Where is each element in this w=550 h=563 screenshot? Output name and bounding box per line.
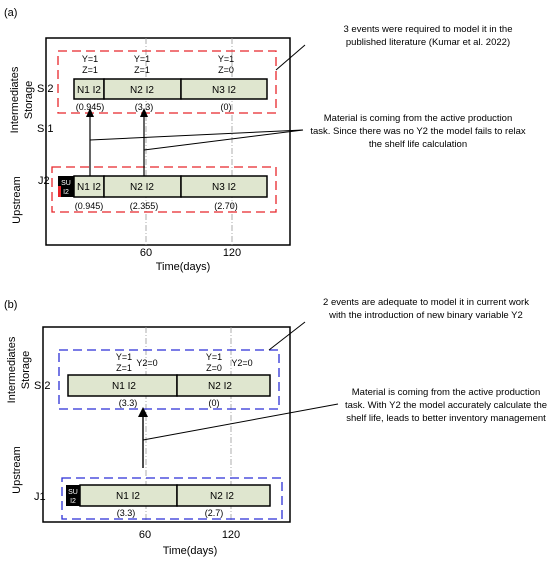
panel-a-j2-value-3: (2.70)	[214, 201, 238, 211]
panel-a-j2-task-2-label: N2 I2	[130, 182, 154, 193]
panel-a-si2-var-2-z: Z=1	[134, 65, 150, 75]
panel-b-top-note-line1: 2 events are adequate to model it in cur…	[323, 297, 529, 308]
panel-a-si2-var-1-z: Z=1	[82, 65, 98, 75]
panel-b-row-j1: J1	[34, 491, 46, 503]
panel-b-su-label-bottom: I2	[70, 498, 76, 505]
panel-a-row-si2: SI2	[37, 83, 54, 95]
panel-a-si2-var-3-y: Y=1	[218, 54, 234, 64]
panel-b-axis-upper-line1: Intermediates	[6, 336, 18, 403]
panel-a-j2-task-3	[180, 175, 268, 198]
panel-a-tick-120: 120	[223, 247, 241, 259]
panel-a-si2-task-1-label: N1 I2	[77, 85, 101, 96]
panel-b-row-si2: SI2	[34, 380, 51, 392]
panel-b-si2-task-2-label: N2 I2	[208, 381, 232, 392]
panel-a-j2-value-2: (2.355)	[130, 201, 159, 211]
panel-a-transfer-arrow-2-head	[140, 108, 148, 117]
panel-a-si2-var-3-z: Z=0	[218, 65, 234, 75]
panel-b-frame	[42, 326, 291, 523]
panel-a-tick-60: 60	[140, 247, 152, 259]
panel-a-si2-value-3: (0)	[221, 102, 232, 112]
panel-b-si2-var-1-z: Z=1	[116, 363, 132, 373]
panel-a-side-note-line3: the shelf life calculation	[369, 139, 467, 150]
panel-a-axis-upper-line1: Intermediates	[9, 66, 21, 133]
panel-a-j2-value-1: (0.945)	[75, 201, 104, 211]
panel-b-si2-var-2-z: Z=0	[206, 363, 222, 373]
panel-a-callout-line-1	[89, 129, 304, 141]
panel-a-xlabel: Time(days)	[156, 261, 211, 273]
panel-a-label: (a)	[4, 7, 17, 19]
panel-a-si2-value-1: (0.945)	[76, 102, 105, 112]
panel-b-j1-value-1: (3.3)	[117, 508, 136, 518]
panel-b-j1-task-1-label: N1 I2	[116, 491, 140, 502]
panel-b-si2-var-1-y: Y=1	[116, 352, 132, 362]
panel-a-su-label-bottom: I2	[63, 189, 69, 196]
panel-b-si2-var-2-y: Y=1	[206, 352, 222, 362]
panel-b-j1-task-2-label: N2 I2	[210, 491, 234, 502]
panel-b-axis-lower: Upstream	[11, 446, 23, 494]
panel-a-si2-task-3	[180, 78, 268, 100]
panel-a-j2-task-3-label: N3 I2	[212, 182, 236, 193]
panel-b-side-callout-line	[142, 403, 339, 441]
panel-a-top-note-line2: published literature (Kumar et al. 2022)	[346, 37, 510, 48]
panel-b-axis-upper-line2: Storage	[20, 351, 32, 390]
panel-a-transfer-arrow-1-head	[86, 108, 94, 117]
panel-b-si2-task-2	[176, 374, 271, 397]
panel-a-su-red-mark	[58, 186, 61, 197]
panel-b-j1-task-2	[176, 484, 271, 507]
panel-b-xlabel: Time(days)	[163, 545, 218, 557]
panel-a-si2-var-1-y: Y=1	[82, 54, 98, 64]
panel-a-row-si1: SI1	[37, 123, 54, 135]
panel-a-su-block	[58, 176, 74, 197]
panel-b-label: (b)	[4, 299, 17, 311]
panel-b-si2-value-2: (0)	[209, 398, 220, 408]
panel-a-frame	[45, 37, 291, 246]
panel-a-si2-task-3-label: N3 I2	[212, 85, 236, 96]
panel-a-callout-line-2	[143, 129, 304, 151]
panel-a-axis-lower: Upstream	[11, 176, 23, 224]
panel-b-su-label-top: SU	[68, 489, 78, 496]
panel-a-top-callout-line	[275, 44, 306, 71]
panel-b-si2-var-1-y2: Y2=0	[136, 358, 157, 368]
panel-a-row-j2: J2	[38, 175, 50, 187]
panel-b-j1-dashed-box	[61, 477, 283, 520]
panel-a-j2-dashed-box	[51, 166, 277, 213]
panel-a-top-note-line1: 3 events were required to model it in th…	[344, 24, 513, 35]
panel-b-j1-value-2: (2.7)	[205, 508, 224, 518]
panel-a-si2-task-2-label: N2 I2	[130, 85, 154, 96]
panel-b-tick-120: 120	[222, 529, 240, 541]
panel-a-si2-var-2-y: Y=1	[134, 54, 150, 64]
panel-b-si2-var-2-y2: Y2=0	[231, 358, 252, 368]
panel-b-tick-60: 60	[139, 529, 151, 541]
panel-b-side-note-line3: shelf life, leads to better inventory ma…	[346, 413, 546, 424]
panel-b-si2-task-1-label: N1 I2	[112, 381, 136, 392]
panel-b-side-note-line2: task. With Y2 the model accurately calcu…	[345, 400, 547, 411]
panel-a-axis-upper-line2: Storage	[23, 81, 35, 120]
panel-b-side-note-line1: Material is coming from the active produ…	[352, 387, 541, 398]
panel-a-si2-value-2: (3.3)	[135, 102, 154, 112]
panel-b-top-callout-line	[268, 321, 306, 351]
panel-b-top-note-line2: with the introduction of new binary vari…	[328, 310, 523, 321]
panel-b-si2-value-1: (3.3)	[119, 398, 138, 408]
panel-a-side-note-line1: Material is coming from the active produ…	[324, 113, 513, 124]
panel-b-su-block	[66, 485, 80, 506]
panel-b-transfer-arrow-head	[138, 407, 148, 417]
panel-a-j2-task-1-label: N1 I2	[77, 182, 101, 193]
panel-a-su-label-top: SU	[61, 180, 71, 187]
panel-a-side-note-line2: task. Since there was no Y2 the model fa…	[310, 126, 526, 137]
